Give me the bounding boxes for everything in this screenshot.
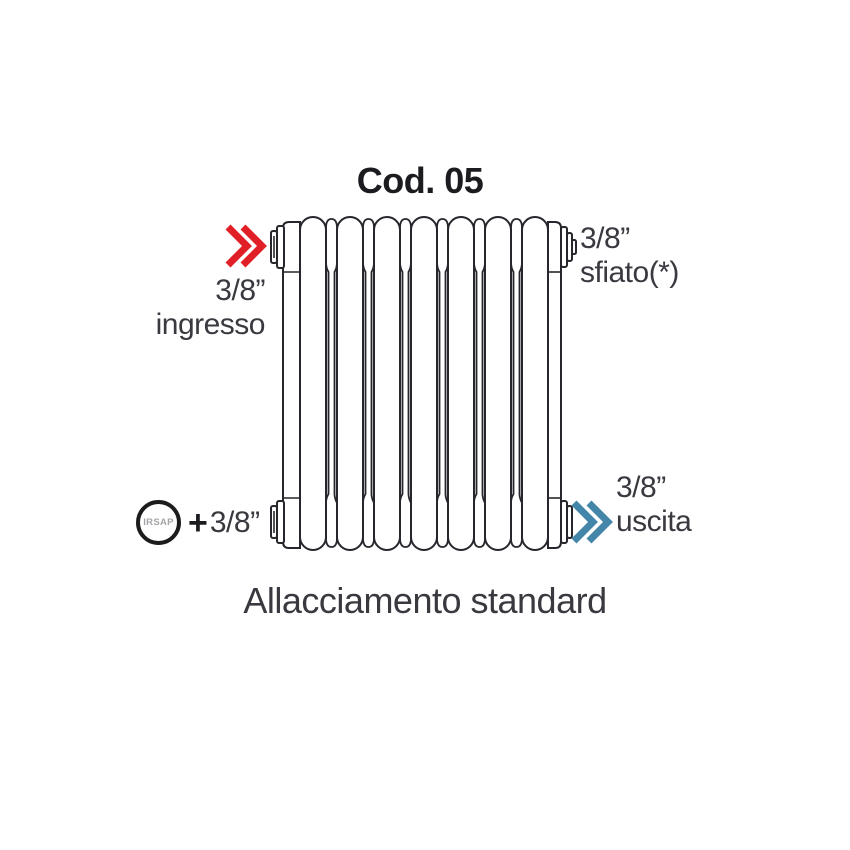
irsap-logo-text: IRSAP (143, 517, 174, 528)
inlet-label: 3/8” ingresso (85, 274, 266, 342)
inlet-fitting (270, 225, 285, 269)
vent-fitting (560, 226, 577, 268)
plug-fitting (270, 500, 285, 544)
plus-sign: + (188, 503, 208, 542)
inlet-size: 3/8” (215, 274, 265, 307)
front-tubes (299, 216, 549, 551)
inlet-direction-icon (225, 224, 267, 268)
diagram-caption: Allacciamento standard (243, 580, 607, 621)
plug-label: IRSAP + 3/8” (136, 500, 260, 545)
inlet-name: ingresso (155, 308, 266, 341)
outlet-fitting (560, 500, 573, 544)
left-end-cap (282, 221, 301, 549)
outlet-direction-icon (571, 500, 613, 544)
outlet-size: 3/8” (616, 471, 666, 504)
vent-size: 3/8” (580, 222, 630, 255)
outlet-label: 3/8” uscita (616, 471, 692, 539)
irsap-logo: IRSAP (136, 500, 181, 545)
outlet-name: uscita (616, 505, 692, 538)
vent-name: sfiato(*) (580, 256, 679, 289)
right-end-cap (547, 221, 562, 549)
vent-label: 3/8” sfiato(*) (580, 222, 679, 290)
plug-size: 3/8” (209, 505, 260, 539)
diagram-title: Cod. 05 (356, 160, 484, 201)
